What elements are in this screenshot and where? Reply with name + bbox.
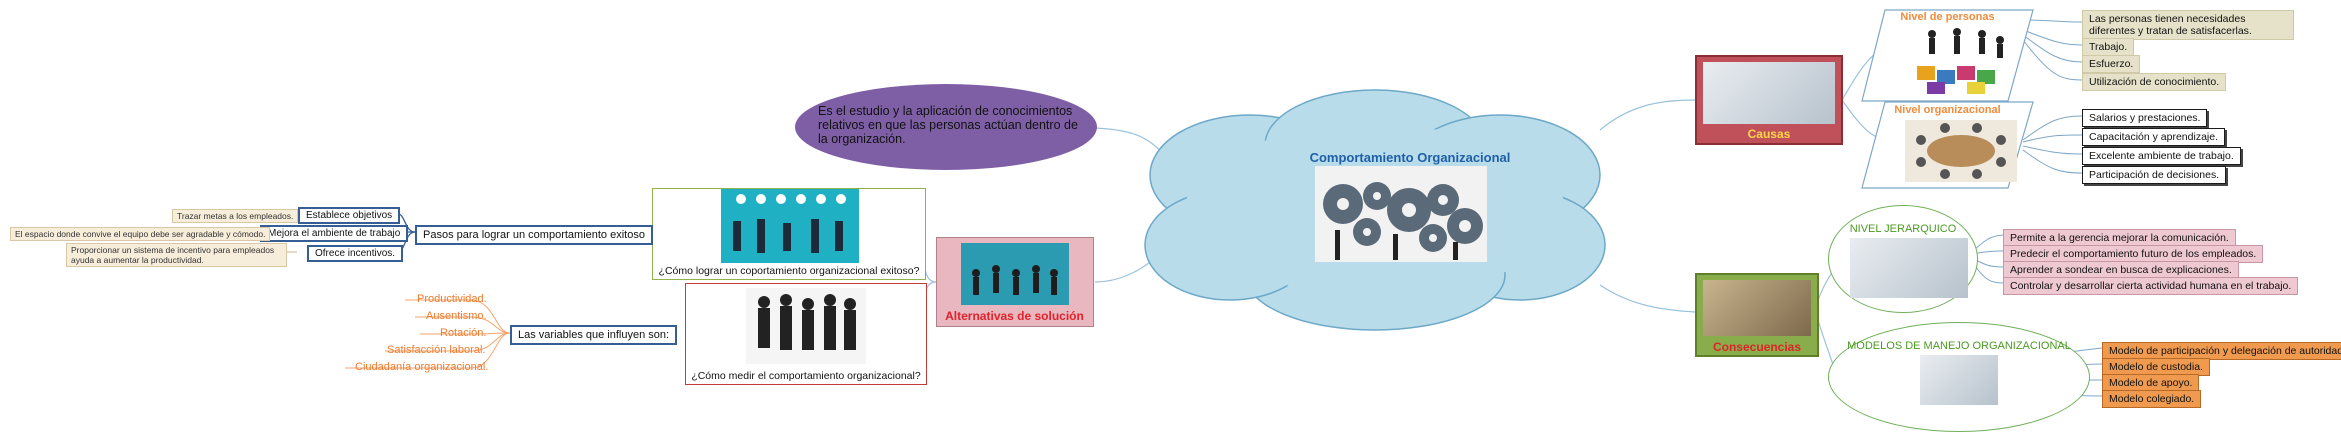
causas-personas-item-4: Utilización de conocimiento.: [2082, 73, 2227, 91]
consecuencias-node: Consecuencias: [1695, 273, 1819, 357]
variable-ausentismo: Ausentismo.: [426, 310, 487, 322]
meeting-table-image: [1905, 120, 2017, 182]
causas-photo: [1703, 62, 1835, 124]
como-lograr-photo: [721, 189, 859, 263]
alternativas-label: Alternativas de solución: [945, 309, 1084, 323]
causas-org-item-2: Capacitación y aprendizaje.: [2082, 128, 2225, 146]
alternativas-node: Alternativas de solución: [936, 237, 1094, 327]
jerarquico-item-4: Controlar y desarrollar cierta actividad…: [2003, 277, 2299, 295]
definition-text: Es el estudio y la aplicación de conocim…: [818, 104, 1078, 146]
causas-node: Causas: [1695, 55, 1843, 145]
paso-ofrece-incentivos: Ofrece incentivos.: [307, 245, 404, 262]
puzzle-people-image: [1912, 26, 2012, 96]
como-lograr-node: ¿Cómo lograr un coportamiento organizaci…: [652, 188, 926, 280]
nota-ofrece-incentivos: Proporcionar un sistema de incentivo par…: [66, 243, 287, 267]
variable-productividad: Productividad.: [417, 293, 487, 305]
nota-mejora-ambiente: El espacio donde convive el equipo debe …: [10, 227, 271, 241]
variables-node: Las variables que influyen son:: [510, 325, 678, 345]
variable-rotacion: Rotación.: [440, 327, 487, 339]
modelos-photo: [1920, 355, 1998, 405]
line-consecuencias: [1599, 284, 1696, 313]
paso-mejora-ambiente: Mejora el ambiente de trabajo: [260, 225, 409, 242]
nivel-personas-title: Nivel de personas: [1900, 11, 1995, 23]
jerarquico-photo: [1850, 238, 1968, 298]
nota-establece-objetivos: Trazar metas a los empleados.: [172, 209, 299, 223]
central-title: Comportamiento Organizacional: [1309, 150, 1511, 165]
variable-ciudadania: Ciudadanía organizacional.: [355, 361, 489, 373]
jerarquico-item-1: Permite a la gerencia mejorar la comunic…: [2003, 229, 2236, 247]
pasos-node: Pasos para lograr un comportamiento exit…: [415, 225, 653, 245]
causas-org-item-1: Salarios y prestaciones.: [2082, 109, 2208, 127]
line-causas: [1599, 99, 1696, 131]
jerarquico-item-2: Predecir el comportamiento futuro de los…: [2003, 245, 2264, 263]
line-alternativas: [1094, 261, 1151, 283]
causas-org-item-4: Participación de decisiones.: [2082, 166, 2227, 184]
consecuencias-label: Consecuencias: [1712, 340, 1802, 354]
nivel-org-title: Nivel organizacional: [1894, 104, 2001, 116]
modelos-item-1: Modelo de participación y delegación de …: [2102, 342, 2341, 360]
definition-bubble: [795, 84, 1097, 170]
line-como-lograr: [923, 234, 937, 283]
variable-satisfaccion: Satisfacción laboral.: [387, 344, 486, 356]
causas-personas-item-1: Las personas tienen necesidades diferent…: [2082, 10, 2294, 40]
causas-label: Causas: [1747, 127, 1791, 141]
como-medir-node: ¿Cómo medir el comportamiento organizaci…: [685, 283, 927, 385]
gears-image: [1315, 166, 1487, 262]
como-medir-photo: [746, 288, 866, 364]
como-medir-caption: ¿Cómo medir el comportamiento organizaci…: [691, 370, 921, 382]
causas-personas-item-3: Esfuerzo.: [2082, 55, 2141, 73]
alternativas-photo: [961, 243, 1069, 305]
como-lograr-caption: ¿Cómo lograr un coportamiento organizaci…: [658, 265, 920, 277]
paso-establece-objetivos: Establece objetivos: [298, 207, 401, 224]
consecuencias-photo: [1703, 280, 1811, 336]
modelos-title: MODELOS DE MANEJO ORGANIZACIONAL: [1847, 340, 2071, 352]
causas-personas-item-2: Trabajo.: [2082, 38, 2135, 56]
causas-org-item-3: Excelente ambiente de trabajo.: [2082, 147, 2241, 165]
modelos-item-4: Modelo colegiado.: [2102, 390, 2202, 408]
nivel-jerarquico-title: NIVEL JERARQUICO: [1849, 223, 1957, 235]
